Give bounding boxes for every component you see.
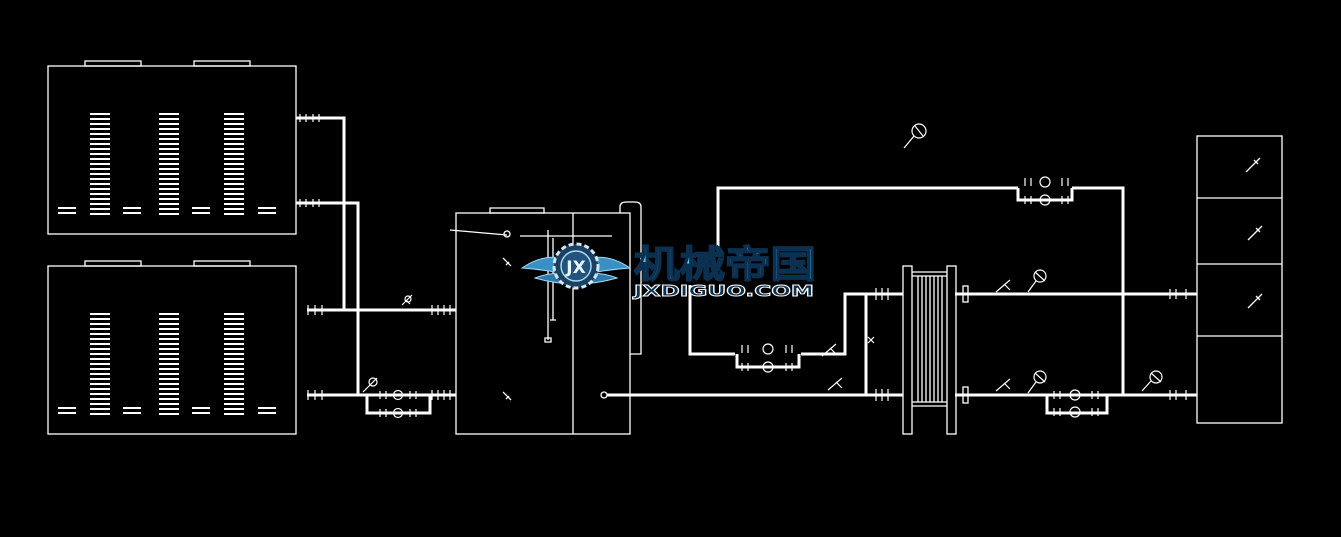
terminal-cabinet [1196,135,1283,424]
watermark-badge: JX [565,258,585,278]
right-instruments [821,123,1187,401]
left-valves [299,114,451,400]
unit-top-grille [58,113,276,215]
unit-top [47,60,297,235]
left-pump-group [379,389,417,419]
unit-bottom-grille [58,313,276,415]
watermark-logo: JX 机械帝国 JXDIGUO.COM [520,242,817,300]
right-pump-groups [741,176,1099,418]
left-piping [296,116,456,415]
wing-emblem [520,242,632,290]
watermark-title: 机械帝国 [634,243,816,286]
right-piping [607,186,1197,415]
plate-heat-exchanger [902,265,969,435]
watermark-site: JXDIGUO.COM [632,282,814,300]
unit-bottom [47,260,297,435]
